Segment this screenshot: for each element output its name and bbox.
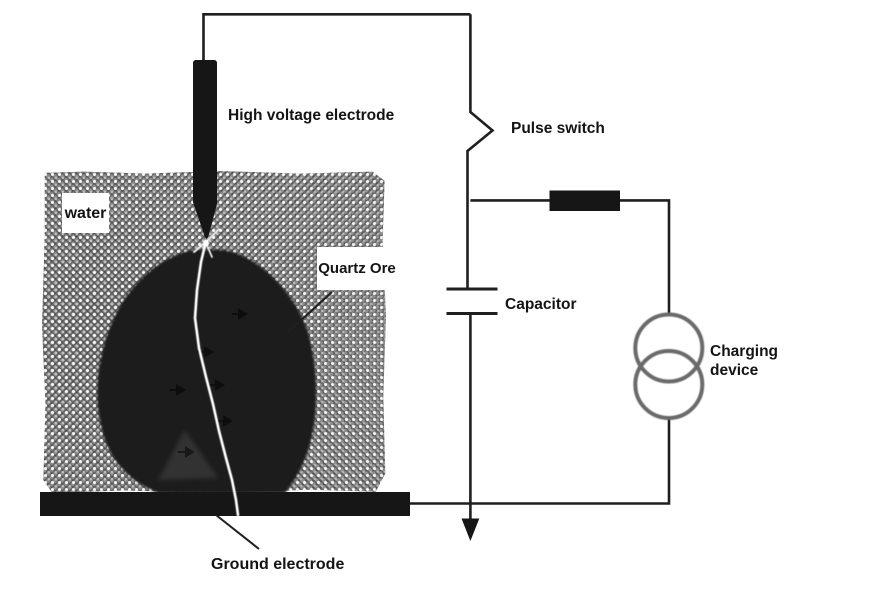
charging-device-label: Charging device — [710, 343, 779, 379]
wire-resistor-to-charger — [620, 199, 671, 316]
ground-electrode-pointer-line — [215, 514, 260, 550]
wire-with-pulse-switch — [466, 14, 495, 289]
discharge-channel — [193, 228, 240, 517]
resistor-block — [549, 190, 620, 211]
ground-electrode-bar — [40, 492, 410, 516]
wire-electrode-to-top — [202, 13, 471, 62]
charging-device-symbol — [633, 312, 705, 420]
ground-electrode-label: Ground electrode — [211, 556, 345, 573]
circuit-wires — [202, 13, 671, 521]
spark-icon — [193, 228, 220, 258]
capacitor-symbol — [446, 287, 498, 315]
high-voltage-electrode-rod — [193, 60, 217, 239]
pulse-switch-label: Pulse switch — [511, 120, 605, 137]
quartz-ore-label: Quartz Ore — [317, 247, 397, 290]
high-voltage-electrode-label: High voltage electrode — [228, 107, 395, 124]
quartz-ore-pointer-line — [287, 291, 333, 333]
water-label: water — [62, 193, 109, 233]
ore-direction-arrows — [170, 308, 248, 458]
ground-arrow-icon — [461, 518, 480, 541]
capacitor-label: Capacitor — [505, 296, 577, 313]
quartz-ore-rock — [97, 249, 317, 493]
